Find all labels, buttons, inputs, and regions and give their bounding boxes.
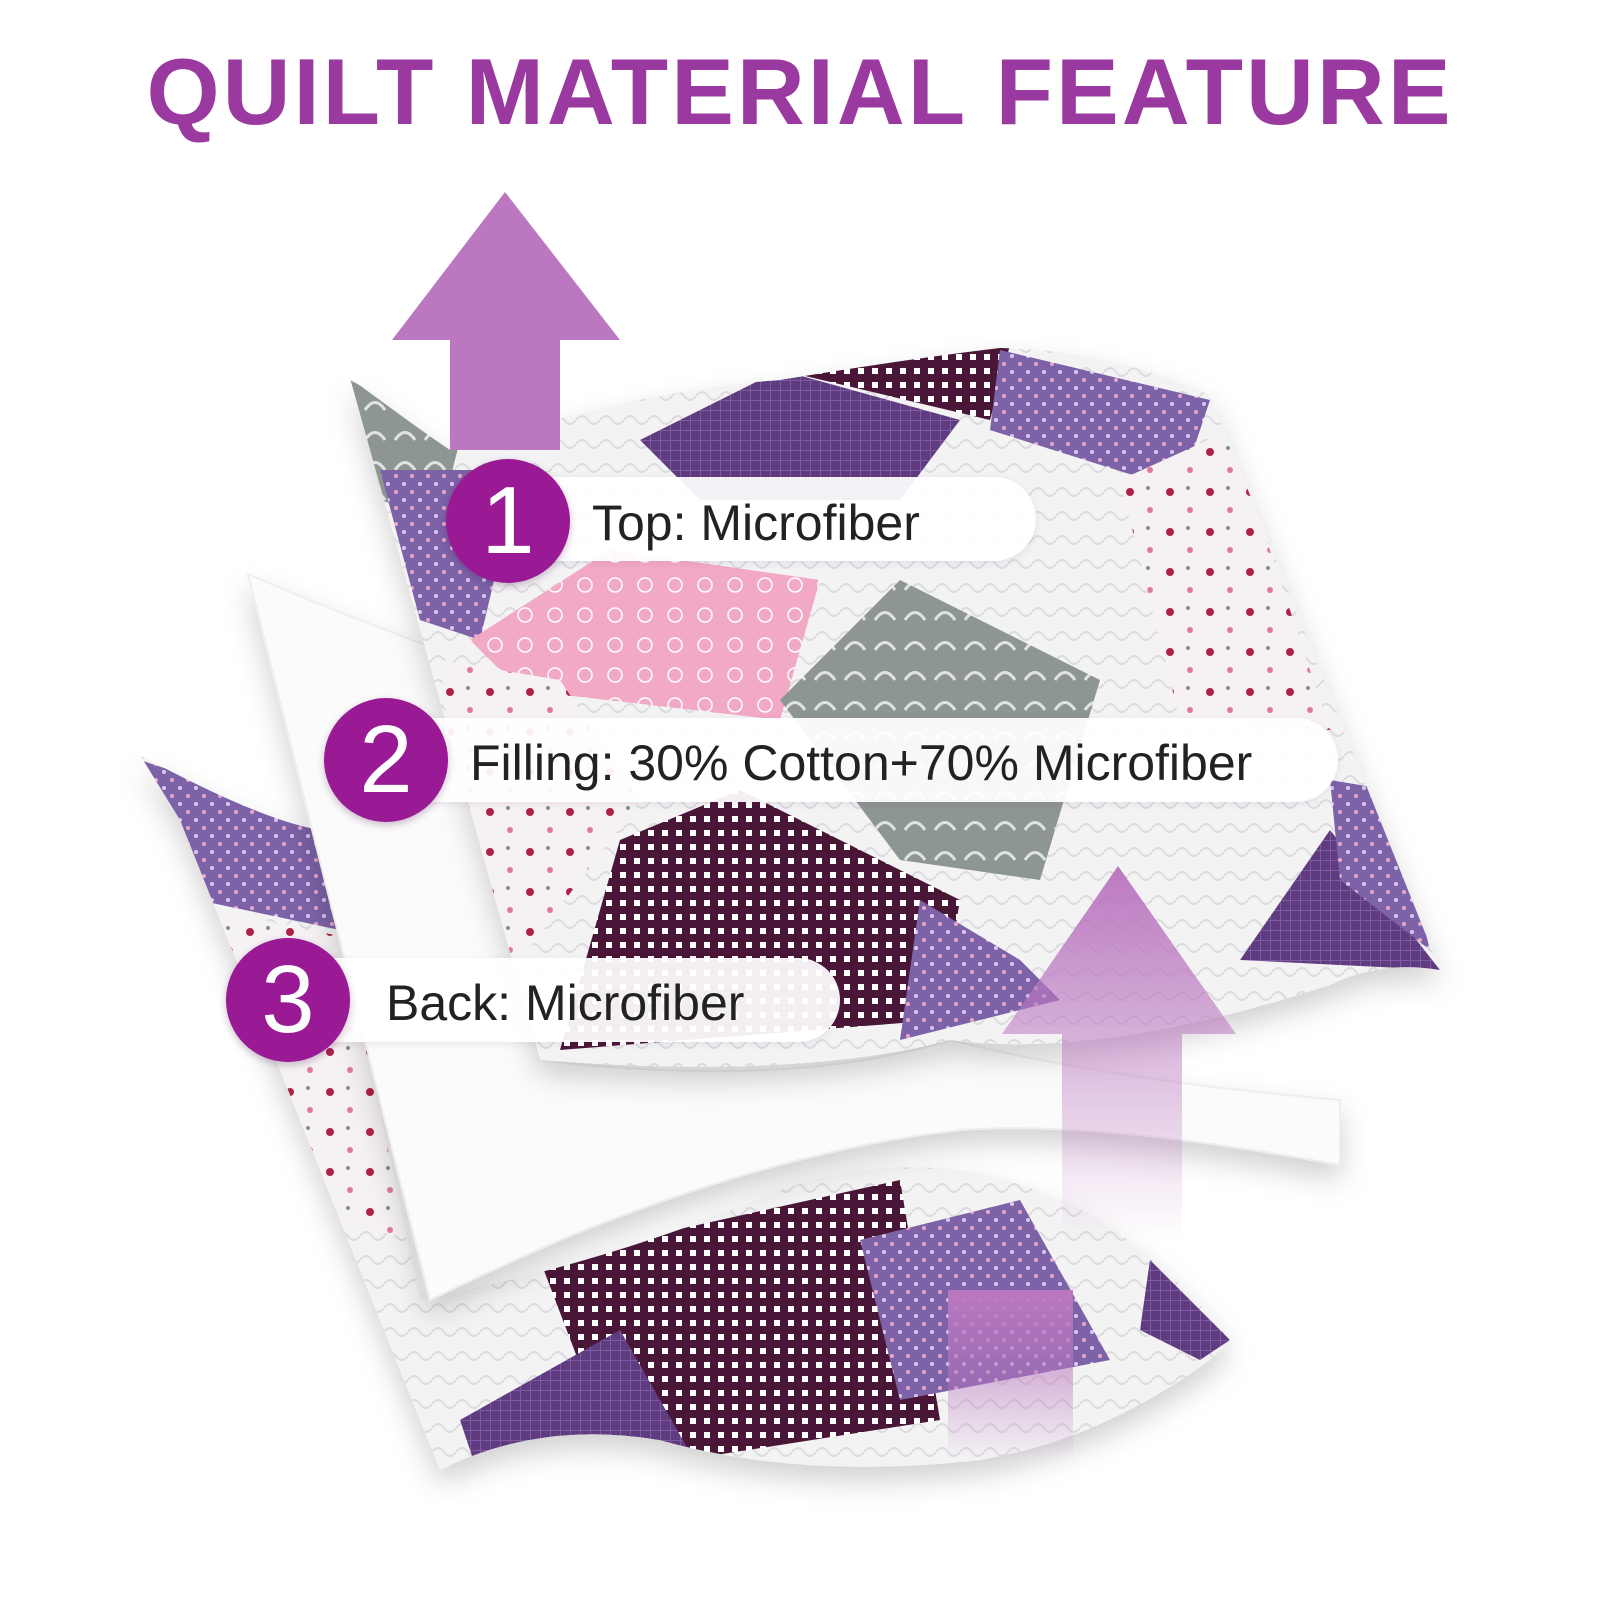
up-arrow-icon <box>1002 866 1236 1240</box>
layer-1-badge: 1 <box>446 459 570 583</box>
up-arrow-icon <box>392 192 620 450</box>
layer-2-badge: 2 <box>324 698 448 822</box>
layer-3-text: Back: Microfiber <box>386 975 745 1031</box>
layer-2-label <box>378 718 1338 802</box>
layer-2-text: Filling: 30% Cotton+70% Microfiber <box>470 735 1253 791</box>
page-title: QUILT MATERIAL FEATURE <box>146 39 1454 144</box>
layer-1-text: Top: Microfiber <box>592 495 920 551</box>
layer-3-badge: 3 <box>226 938 350 1062</box>
up-arrow-icon <box>948 1290 1073 1460</box>
layer-1-label <box>498 477 1036 561</box>
layer-3-label <box>278 958 840 1042</box>
